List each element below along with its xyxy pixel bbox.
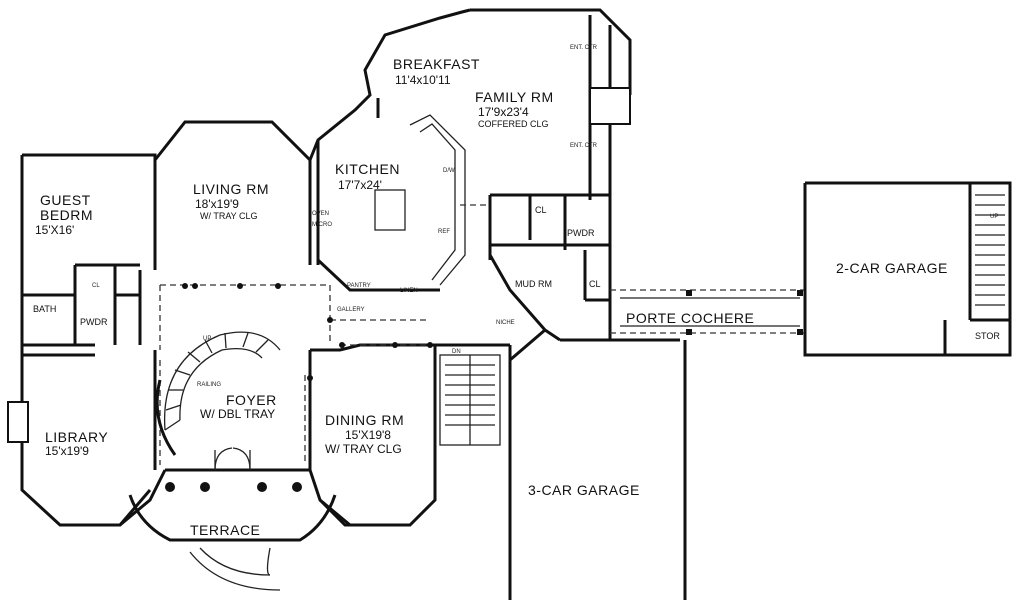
breakfast-size: 11'4x10'11 — [395, 73, 451, 87]
room-labels: BREAKFAST 11'4x10'11 FAMILY RM 17'9x23'4… — [33, 56, 1000, 538]
garage3-label: 3-CAR GARAGE — [528, 482, 640, 498]
oven-label: OVEN — [312, 211, 329, 217]
dining-note: W/ TRAY CLG — [325, 442, 402, 456]
guest-label-1: GUEST — [40, 192, 91, 208]
foyer-label: FOYER — [226, 392, 277, 408]
guest-size: 15'X16' — [35, 223, 74, 237]
closet-top-label: CL — [535, 205, 547, 215]
ent-ctr-bottom-label: ENT. CTR — [570, 143, 598, 149]
micro-label: MICRO — [312, 222, 332, 228]
mud-room-label: MUD RM — [515, 279, 552, 289]
guest-label-2: BEDRM — [40, 207, 93, 223]
garage-up-label: UP — [990, 214, 998, 220]
gallery-label: GALLERY — [337, 307, 365, 313]
terrace-label: TERRACE — [190, 522, 260, 538]
pantry-label: PANTRY — [347, 283, 371, 289]
garage2-label: 2-CAR GARAGE — [836, 260, 948, 276]
family-size: 17'9x23'4 — [478, 105, 529, 119]
dining-size: 15'X19'8 — [345, 428, 391, 442]
columns — [165, 283, 433, 492]
family-label: FAMILY RM — [475, 89, 554, 105]
fridge-label: REF — [438, 229, 450, 235]
storage-label: STOR — [975, 331, 1000, 341]
dining-label: DINING RM — [325, 412, 404, 428]
small-labels: ENT. CTR ENT. CTR CL CL CL UP UP RAILING… — [92, 45, 998, 388]
curved-staircase — [155, 331, 281, 456]
pwdr-left-label: PWDR — [80, 317, 108, 327]
pwdr-right-label: PWDR — [567, 228, 595, 238]
linen-label: LINEN — [400, 288, 418, 294]
dishwasher-label: D/W — [443, 168, 455, 174]
walls — [7, 8, 1012, 600]
bath-label: BATH — [33, 304, 56, 314]
stair-up-label: UP — [203, 336, 211, 342]
dashed-openings — [159, 204, 490, 465]
living-label: LIVING RM — [193, 181, 269, 197]
closet-mud-label: CL — [589, 279, 601, 289]
garage-stair — [975, 194, 1005, 306]
porte-cochere-label: PORTE COCHERE — [626, 310, 754, 326]
foyer-note: W/ DBL TRAY — [200, 407, 275, 421]
family-note: COFFERED CLG — [478, 119, 549, 129]
library-size: 15'x19'9 — [45, 444, 89, 458]
ent-ctr-top-label: ENT. CTR — [570, 45, 598, 51]
foyer-doors — [214, 447, 251, 471]
railing-label: RAILING — [197, 382, 221, 388]
library-label: LIBRARY — [45, 429, 108, 445]
living-note: W/ TRAY CLG — [200, 211, 258, 221]
kitchen-size: 17'7x24' — [338, 178, 382, 192]
breakfast-label: BREAKFAST — [393, 56, 480, 72]
down-label: DN — [452, 349, 461, 355]
kitchen-label: KITCHEN — [335, 161, 400, 177]
living-size: 18'x19'9 — [195, 197, 239, 211]
niche-label: NICHE — [496, 320, 515, 326]
closet-guest-label: CL — [92, 283, 100, 289]
